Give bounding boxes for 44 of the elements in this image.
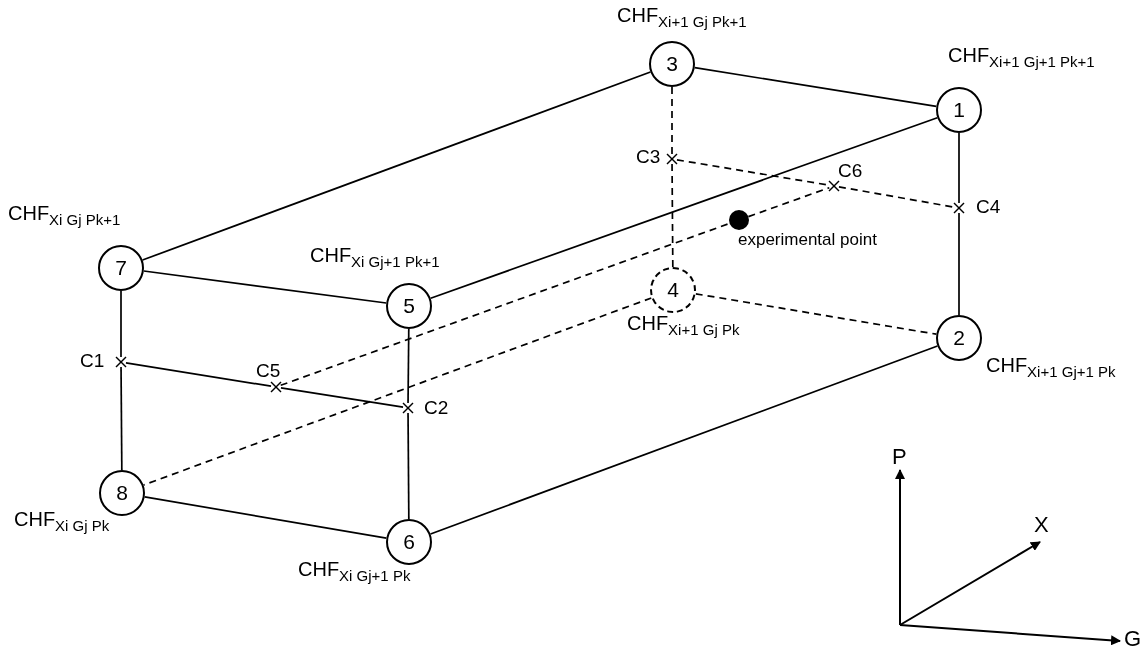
point-label: C5 [256, 360, 281, 382]
value-label: CHF$_{Xi+1 Gj Pk}$ [627, 312, 740, 338]
dashed-connector-line [671, 163, 674, 268]
vertex-circle: 5 [386, 283, 432, 329]
connector-line [143, 496, 388, 539]
dashed-connector-line [694, 292, 938, 336]
dashed-connector-line [838, 186, 955, 208]
point-label: C2 [424, 397, 449, 419]
value-label: CHF$_{Xi Gj Pk+1}$ [8, 202, 121, 228]
point-label: C4 [976, 196, 1001, 218]
connector-line [693, 66, 938, 108]
connector-line [429, 116, 939, 300]
connector-line [958, 212, 960, 316]
value-label: CHF$_{Xi+1 Gj+1 Pk+1}$ [948, 44, 1095, 70]
dashed-connector-line [747, 186, 831, 218]
connector-line [142, 270, 388, 304]
vertex-circle: 8 [99, 470, 145, 516]
axis-label: G [1124, 626, 1140, 651]
vertex-circle: 1 [936, 87, 982, 133]
point-caption: experimental point [738, 230, 877, 250]
dashed-connector-line [279, 222, 731, 387]
point-label: C6 [838, 160, 863, 182]
vertex-circle: 6 [386, 519, 432, 565]
connector-line [407, 412, 410, 520]
connector-line [429, 345, 939, 535]
connector-line [407, 328, 410, 404]
point-label: C1 [80, 350, 105, 372]
connector-line [141, 71, 652, 261]
connector-line [120, 290, 122, 358]
vertex-circle: 7 [98, 245, 144, 291]
connector-line [120, 366, 123, 471]
value-label: CHF$_{Xi+1 Gj+1 Pk}$ [986, 354, 1116, 380]
value-label: CHF$_{Xi Gj+1 Pk+1}$ [310, 244, 440, 270]
vertex-circle: 2 [936, 315, 982, 361]
connector-line [125, 361, 272, 388]
dashed-connector-line [671, 86, 673, 155]
vertex-circle: 3 [649, 41, 695, 87]
connector-line [958, 132, 960, 204]
vertex-circle: 4 [650, 267, 696, 313]
axis-label: P [892, 444, 907, 470]
connector-line [280, 386, 404, 409]
axis-label: X [1034, 512, 1049, 538]
point-label: C3 [636, 146, 661, 168]
value-label: CHF$_{Xi+1 Gj Pk+1}$ [617, 4, 747, 30]
